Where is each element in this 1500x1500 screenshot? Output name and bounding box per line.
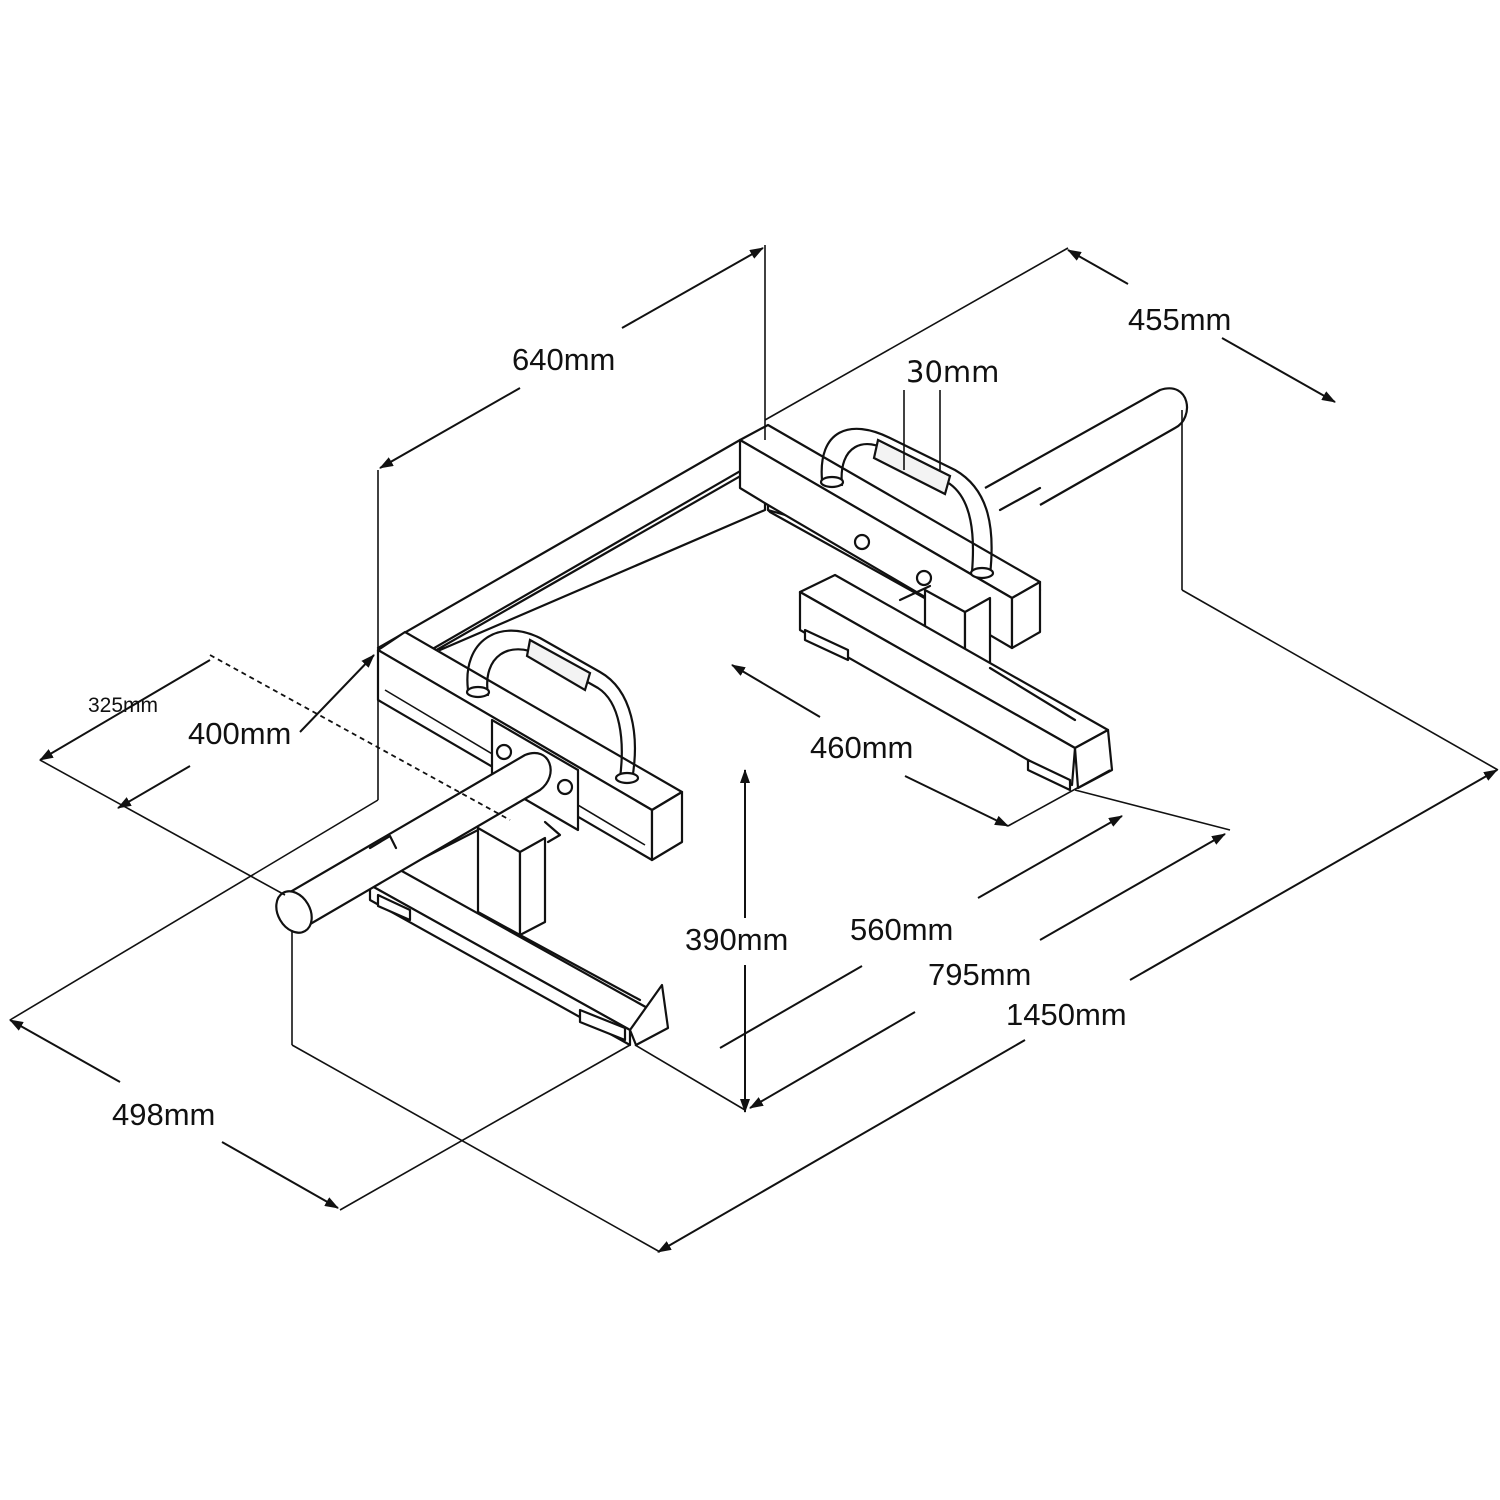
label-325mm: 325mm bbox=[88, 694, 158, 717]
dimension-labels: 640mm 455mm 30mm 325mm 400mm 460mm 390mm… bbox=[88, 302, 1231, 1132]
label-455mm: 455mm bbox=[1128, 302, 1231, 337]
label-460mm: 460mm bbox=[810, 730, 913, 765]
left-sleeve bbox=[275, 752, 552, 934]
label-795mm: 795mm bbox=[928, 957, 1031, 992]
label-400mm: 400mm bbox=[188, 716, 291, 751]
label-30mm: 30mm bbox=[906, 355, 999, 389]
rear-frame-rail bbox=[376, 438, 770, 664]
label-1450mm: 1450mm bbox=[1006, 997, 1127, 1032]
dimension-lines bbox=[9, 245, 1499, 1253]
label-560mm: 560mm bbox=[850, 912, 953, 947]
label-390mm: 390mm bbox=[685, 922, 788, 957]
frame bbox=[368, 423, 1114, 1047]
left-handle bbox=[465, 629, 640, 785]
label-498mm: 498mm bbox=[112, 1097, 215, 1132]
right-bolt bbox=[853, 533, 871, 551]
right-handle bbox=[819, 427, 995, 580]
right-sleeve bbox=[984, 387, 1189, 512]
label-640mm: 640mm bbox=[512, 342, 615, 377]
